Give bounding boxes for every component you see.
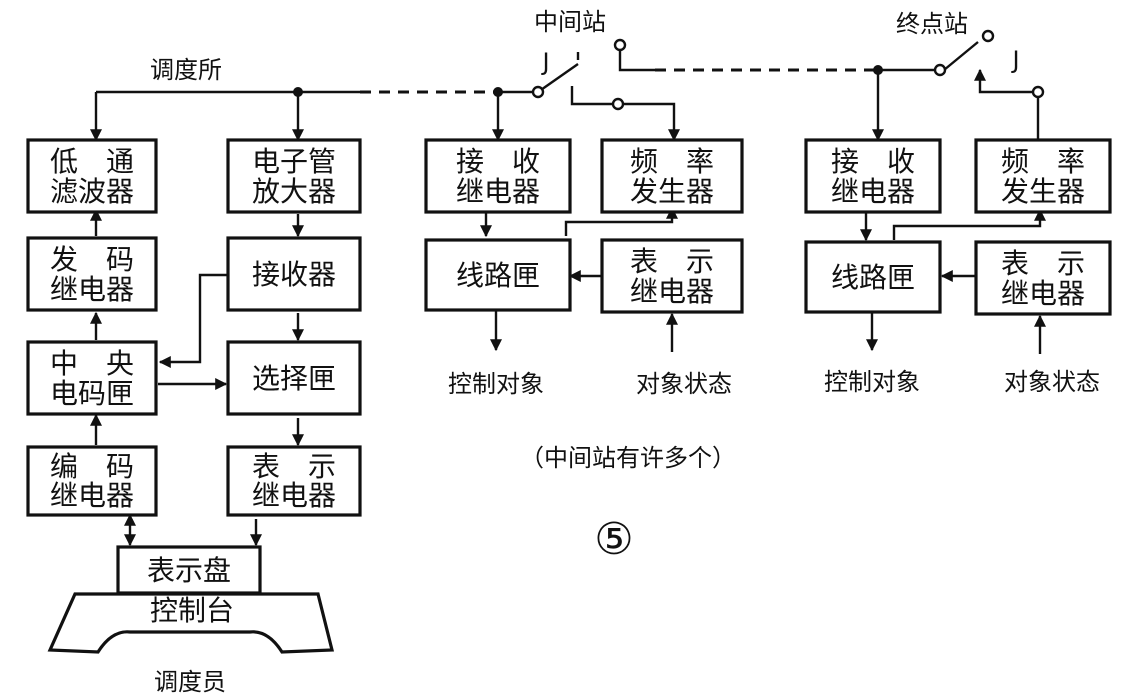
- block-text: 线路匣: [456, 259, 540, 292]
- block-text: 发生器: [630, 175, 714, 208]
- block-send-code-relay: 发 码 继电器: [26, 236, 158, 312]
- junction-dot: [873, 65, 883, 75]
- block-encode-relay: 编 码 继电器: [26, 445, 158, 517]
- middle-switch-label: J: [540, 48, 549, 76]
- block-text: 表 示: [630, 245, 714, 278]
- block-text: 频 率: [630, 145, 714, 178]
- block-mid-receive-relay: 接 收 继电器: [424, 138, 572, 214]
- block-term-frequency-generator: 频 率 发生器: [974, 138, 1112, 214]
- block-mid-frequency-generator: 频 率 发生器: [600, 138, 744, 214]
- operator-label: 调度员: [154, 668, 226, 696]
- block-text: 发生器: [1001, 175, 1085, 208]
- block-text: 继电器: [831, 175, 915, 208]
- block-text: 低 通: [50, 145, 134, 178]
- block-text: 接 收: [456, 145, 540, 178]
- block-text: 电子管: [252, 145, 336, 178]
- block-term-display-relay: 表 示 继电器: [974, 240, 1112, 316]
- block-text: 继电器: [50, 273, 134, 306]
- term-output-label: 控制对象: [824, 368, 920, 396]
- figure-number: ⑤: [594, 514, 633, 565]
- block-low-pass-filter: 低 通 滤波器: [26, 138, 158, 214]
- block-display-relay: 表 示 继电器: [226, 445, 362, 517]
- block-text: 继电器: [252, 479, 336, 512]
- block-text: 放大器: [252, 175, 336, 208]
- block-text: 表示盘: [147, 554, 231, 587]
- block-text: 频 率: [1001, 145, 1085, 178]
- block-text: 滤波器: [50, 175, 134, 208]
- block-tube-amplifier: 电子管 放大器: [226, 138, 362, 214]
- middle-upper-line: [618, 46, 655, 72]
- block-mid-line-box: 线路匣: [424, 238, 572, 312]
- control-console: 控制台: [47, 592, 335, 654]
- middle-station-label: 中间站: [534, 8, 606, 36]
- wires: [90, 41, 1046, 547]
- term-input-label: 对象状态: [1004, 368, 1100, 396]
- receiver-to-central: [158, 273, 228, 368]
- block-text: 表 示: [252, 450, 336, 483]
- middle-lower-line: [570, 86, 615, 106]
- block-receiver: 接收器: [226, 236, 362, 312]
- block-text: 发 码: [50, 243, 134, 276]
- term-line-to-freq: [892, 208, 1046, 240]
- block-mid-display-relay: 表 示 继电器: [600, 238, 744, 314]
- junction-dot: [293, 87, 303, 97]
- block-central-code-box: 中 央 电码匣: [26, 340, 158, 416]
- terminal-switch-label: J: [1010, 46, 1019, 74]
- note-text: （中间站有许多个）: [520, 444, 736, 472]
- block-text: 继电器: [456, 175, 540, 208]
- block-term-receive-relay: 接 收 继电器: [804, 138, 942, 214]
- terminal-switch-contact: [933, 63, 947, 77]
- block-term-line-box: 线路匣: [804, 240, 942, 314]
- mid-input-label: 对象状态: [636, 370, 732, 398]
- terminal-switch-contact: [981, 29, 995, 43]
- mid-output-label: 控制对象: [448, 370, 544, 398]
- block-text: 继电器: [630, 275, 714, 308]
- terminal-freq-contact: [1031, 85, 1045, 99]
- block-text: 继电器: [50, 479, 134, 512]
- block-text: 继电器: [1001, 277, 1085, 310]
- middle-switch-contact: [613, 38, 627, 52]
- dispatch-label: 调度所: [150, 56, 222, 84]
- junction-dot: [493, 87, 503, 97]
- block-text: 选择匣: [252, 362, 336, 395]
- block-selector-box: 选择匣: [226, 340, 362, 416]
- middle-switch-contact: [531, 85, 545, 99]
- junctions: [293, 29, 1045, 111]
- block-text: 表 示: [1001, 247, 1085, 280]
- middle-lower-contact: [611, 97, 625, 111]
- block-text: 编 码: [50, 450, 134, 483]
- block-text: 中 央: [50, 347, 134, 380]
- terminal-station-label: 终点站: [896, 10, 968, 38]
- term-freq-line: [974, 68, 1040, 140]
- block-text: 控制台: [150, 594, 234, 627]
- block-text: 线路匣: [831, 261, 915, 294]
- freq-to-line: [622, 102, 680, 142]
- block-text: 接 收: [831, 145, 915, 178]
- terminal-switch-blade: [943, 41, 979, 71]
- block-text: 接收器: [252, 258, 336, 291]
- block-display-panel: 表示盘: [116, 545, 262, 595]
- block-text: 电码匣: [50, 377, 134, 410]
- middle-switch-blade: [537, 63, 579, 93]
- mid-line-to-freq: [564, 206, 678, 236]
